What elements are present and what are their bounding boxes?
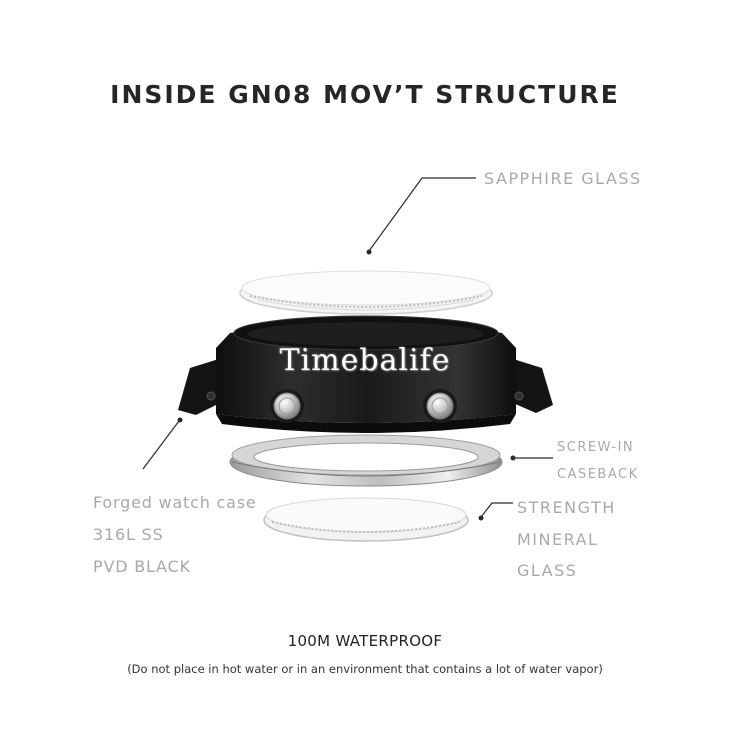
label-sapphire-glass: SAPPHIRE GLASS xyxy=(484,169,642,188)
label-line: Forged watch case xyxy=(93,493,257,512)
sapphire-glass-part xyxy=(239,270,493,315)
leader-sapphire xyxy=(368,177,476,252)
water-vapor-notice: (Do not place in hot water or in an envi… xyxy=(127,662,603,676)
waterproof-rating: 100M WATERPROOF xyxy=(287,632,443,650)
mineral-glass-part xyxy=(263,497,469,542)
pusher-right xyxy=(423,389,457,423)
watermark-text: Timebalife xyxy=(279,343,451,378)
leader-mineral xyxy=(480,502,513,518)
label-line: SCREW-IN xyxy=(557,440,635,455)
pusher-left xyxy=(270,389,304,423)
leader-lines xyxy=(142,177,553,518)
label-line: STRENGTH xyxy=(517,498,616,517)
label-forged-watch-case: Forged watch case 316L SS PVD BLACK xyxy=(93,487,257,583)
label-line: GLASS xyxy=(517,561,578,580)
leader-dot xyxy=(366,249,372,255)
label-strength-mineral-glass: STRENGTH MINERAL GLASS xyxy=(517,492,616,587)
leader-dot xyxy=(510,455,516,461)
label-line: CASEBACK xyxy=(557,467,639,482)
label-line: 316L SS xyxy=(93,525,164,544)
label-screw-in-caseback: SCREW-IN CASEBACK xyxy=(557,434,639,488)
label-line: PVD BLACK xyxy=(93,557,191,576)
page-title: INSIDE GN08 MOV’T STRUCTURE xyxy=(110,80,620,109)
leader-dot xyxy=(478,515,484,521)
caseback-ring-part xyxy=(229,434,503,487)
label-line: MINERAL xyxy=(517,529,599,549)
forged-case-part xyxy=(178,315,553,433)
leader-case xyxy=(142,420,180,470)
leader-dot xyxy=(177,417,183,423)
